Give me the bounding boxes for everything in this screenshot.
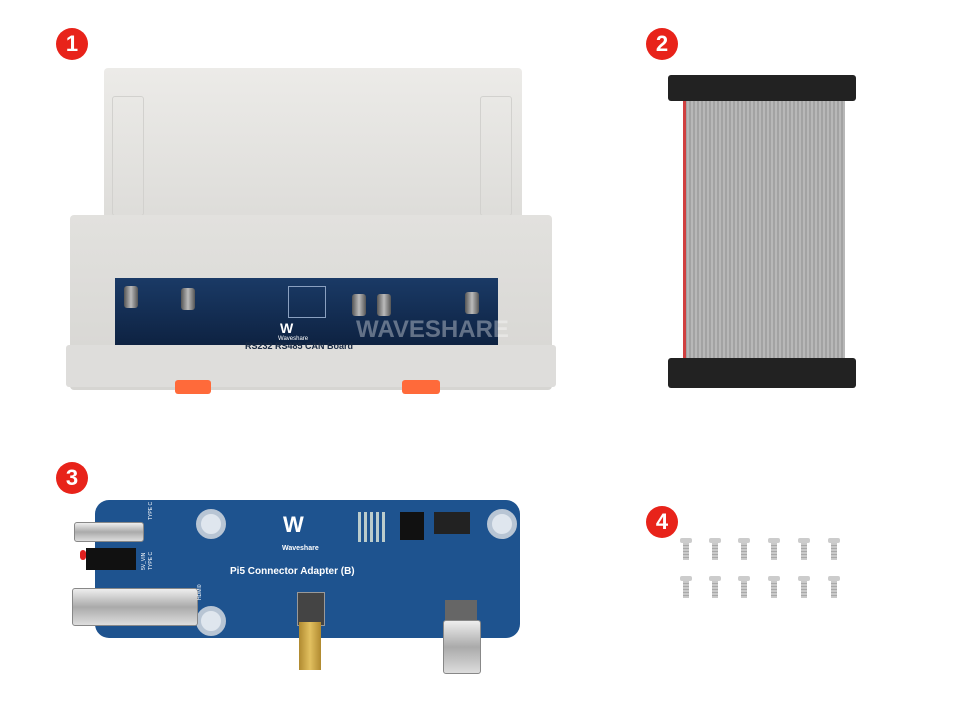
screw [828, 576, 840, 598]
screw [798, 576, 810, 598]
mounting-hole [196, 509, 226, 539]
led [80, 550, 86, 560]
silk-5v-vin: 5V_VIN [141, 552, 147, 570]
board-brand-text: Waveshare [278, 336, 309, 342]
board-label: Pi5 Connector Adapter (B) [230, 566, 355, 577]
enclosure-foot [66, 345, 556, 387]
silk-hdmi0: HDMI0 [197, 584, 203, 600]
power-switch [86, 548, 136, 570]
board-label: RS232 RS485 CAN Board [245, 341, 354, 351]
ribbon-connector-bottom [668, 358, 856, 388]
pcb-window [115, 278, 498, 348]
item-number-badge-3: 3 [56, 462, 88, 494]
micro-hdmi-plug [299, 622, 321, 670]
din-clip [175, 380, 211, 394]
screw [738, 576, 750, 598]
terminal-jack [124, 286, 138, 308]
ribbon-connector-top [668, 75, 856, 101]
ribbon-red-stripe [683, 98, 686, 360]
item-number-badge-4: 4 [646, 506, 678, 538]
waveshare-logo-icon: W [280, 320, 294, 336]
screw [709, 538, 721, 560]
waveshare-logo-icon: W [283, 512, 304, 537]
usb-c-header [445, 600, 477, 622]
silk-type-c-2: TYPE C [148, 551, 154, 570]
din-clip [402, 380, 440, 394]
screw [768, 576, 780, 598]
lid-panel-right [480, 96, 512, 216]
screw [680, 576, 692, 598]
board-brand-text: Waveshare [282, 545, 319, 552]
screw [680, 538, 692, 560]
item-number-badge-2: 2 [646, 28, 678, 60]
terminal-jack [465, 292, 479, 314]
watermark-text: WAVESHARE [356, 316, 509, 343]
ic-chip [400, 512, 424, 540]
pads [355, 512, 385, 542]
usb-c-plug [443, 620, 481, 674]
silk-type-c: TYPE C [148, 501, 154, 520]
screw [768, 538, 780, 560]
mounting-hole [487, 509, 517, 539]
screw [798, 538, 810, 560]
ribbon-wires [683, 98, 845, 360]
screw [709, 576, 721, 598]
hdmi-port [72, 588, 198, 626]
terminal-jack [352, 294, 366, 316]
micro-hdmi-connector [297, 592, 325, 626]
item-number-badge-1: 1 [56, 28, 88, 60]
terminal-jack [181, 288, 195, 310]
terminal-jack [377, 294, 391, 316]
enclosure-lid [104, 68, 522, 233]
screw [738, 538, 750, 560]
chip-outline [288, 286, 326, 318]
lid-panel-left [112, 96, 144, 216]
usb-c-port [74, 522, 144, 542]
screw [828, 538, 840, 560]
mounting-hole [196, 606, 226, 636]
transistors [434, 512, 470, 534]
